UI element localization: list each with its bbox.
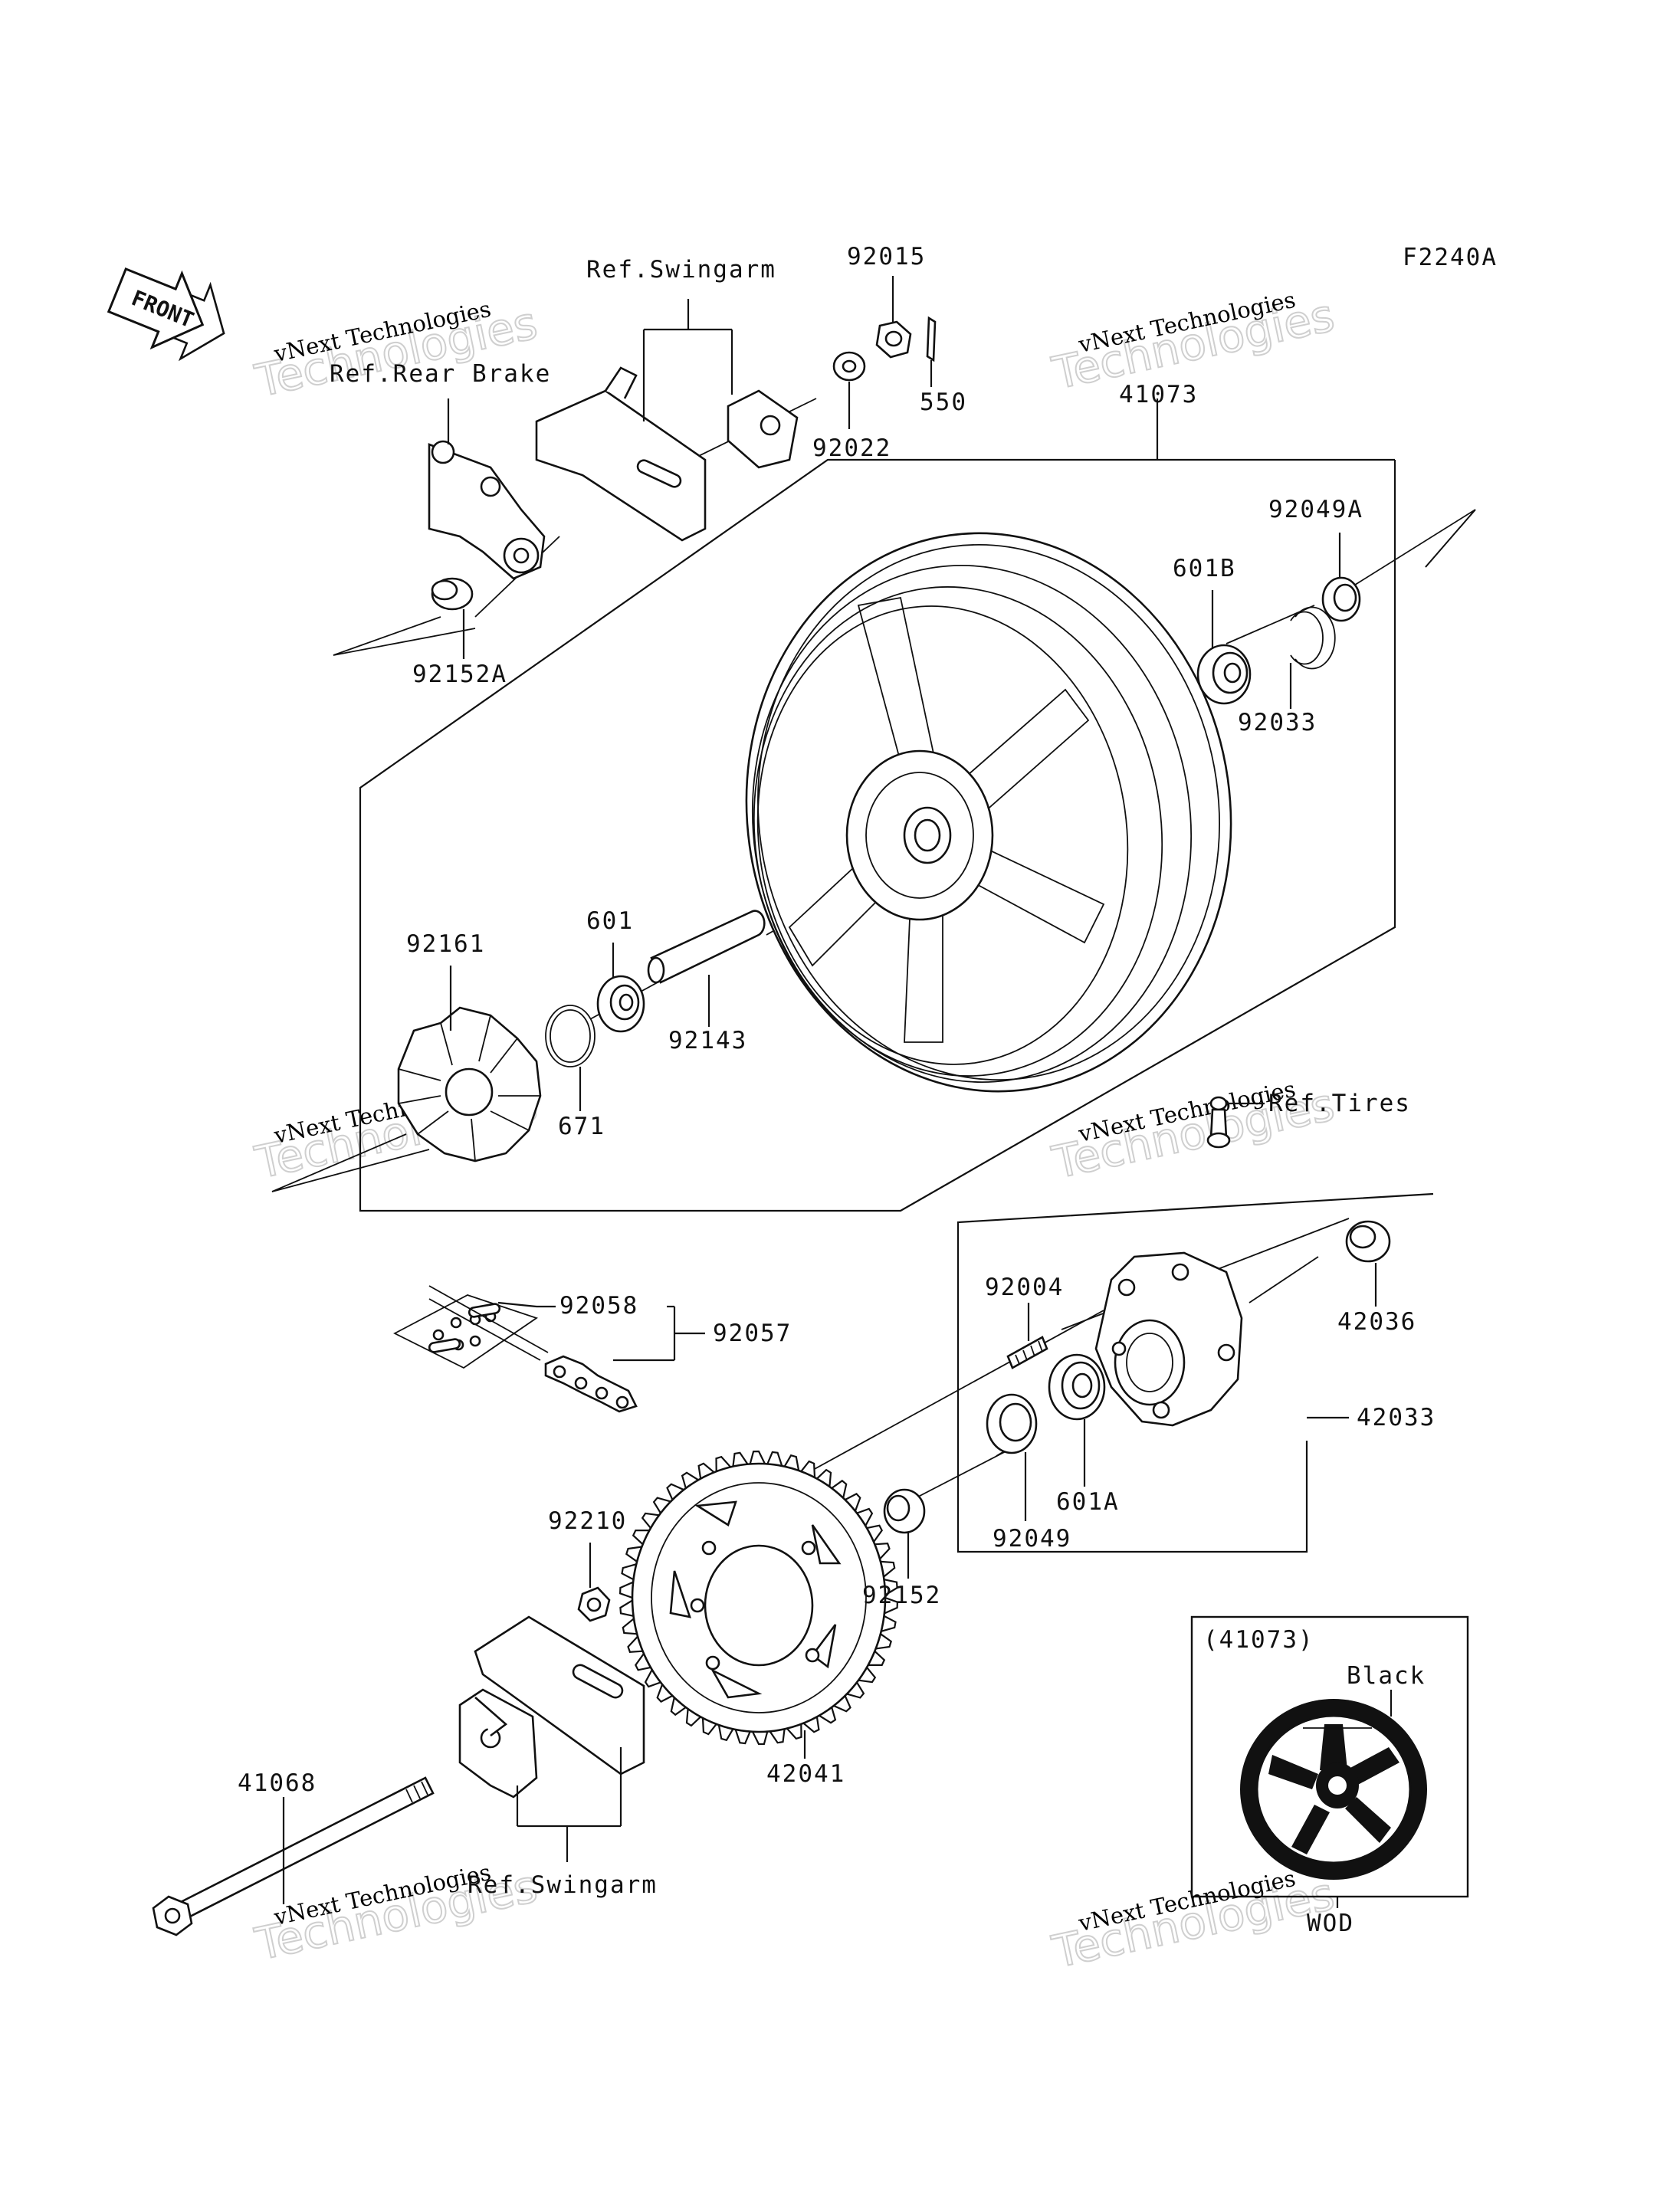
part-label: 601 bbox=[586, 907, 634, 935]
part-label: 92210 bbox=[548, 1507, 627, 1535]
collar-92152 bbox=[883, 1488, 926, 1534]
ref-swingarm-top-label: Ref.Swingarm bbox=[586, 256, 776, 284]
part-label: 42036 bbox=[1337, 1308, 1416, 1336]
part-label: 671 bbox=[558, 1113, 605, 1140]
axle-41068 bbox=[152, 1776, 435, 1936]
cotter-pin-550 bbox=[926, 316, 937, 362]
washer-92022 bbox=[832, 351, 866, 382]
tire-valve-icon bbox=[1206, 1096, 1231, 1149]
inset-part-ref: (41073) bbox=[1203, 1626, 1314, 1654]
wheel-assembly-frame bbox=[359, 433, 1396, 1212]
black-wheel-icon bbox=[1240, 1699, 1427, 1880]
oil-seal-92049a bbox=[1321, 576, 1361, 622]
o-ring-671 bbox=[545, 1005, 596, 1067]
sprocket-tooth bbox=[619, 1580, 635, 1599]
ref-rear-brake-label: Ref.Rear Brake bbox=[330, 360, 551, 388]
part-label: 601B bbox=[1173, 555, 1236, 582]
part-label: 42033 bbox=[1357, 1404, 1436, 1431]
part-label: 92022 bbox=[812, 434, 891, 462]
part-labels: Ref.Swingarm Ref.Rear Brake 92015 550 92… bbox=[238, 243, 1436, 1899]
part-label: 92161 bbox=[406, 930, 485, 958]
part-label: 92049 bbox=[993, 1525, 1071, 1553]
swingarm-adjuster-bottom bbox=[458, 1615, 645, 1799]
part-label: 92058 bbox=[559, 1292, 638, 1320]
rear-brake-bracket bbox=[428, 440, 546, 580]
front-arrow-icon: FRONT bbox=[107, 267, 225, 362]
bearing-601a bbox=[1048, 1353, 1106, 1421]
sprocket-tooth bbox=[751, 1730, 769, 1746]
diagram-code: F2240A bbox=[1403, 244, 1498, 271]
spacer-92143 bbox=[647, 910, 766, 984]
color-variant-inset: (41073) Black WOD bbox=[1190, 1615, 1469, 1937]
part-label: 550 bbox=[920, 389, 967, 416]
inset-color-label: Black bbox=[1347, 1662, 1426, 1690]
damper-92161 bbox=[397, 1006, 542, 1162]
part-label: 42041 bbox=[766, 1760, 845, 1788]
nut-92015 bbox=[875, 320, 912, 359]
part-label: 92143 bbox=[668, 1027, 747, 1054]
ref-tires-label: Ref.Tires bbox=[1268, 1090, 1411, 1117]
inset-code-label: WOD bbox=[1307, 1910, 1354, 1937]
part-label: 92033 bbox=[1238, 709, 1317, 736]
rear-wheel-41073 bbox=[745, 532, 1232, 1093]
sprocket-tooth bbox=[749, 1450, 766, 1465]
part-label: 92015 bbox=[847, 243, 926, 271]
chain-92057 bbox=[393, 1285, 638, 1413]
collar-92152a bbox=[431, 577, 474, 611]
bearing-601b bbox=[1196, 644, 1252, 705]
leader-lines bbox=[282, 276, 1377, 1904]
part-label: 92049A bbox=[1268, 496, 1363, 523]
part-label: 92152 bbox=[862, 1582, 941, 1609]
nut-92210 bbox=[577, 1586, 611, 1622]
oil-seal-92049 bbox=[986, 1393, 1038, 1454]
part-label: 41068 bbox=[238, 1769, 317, 1797]
sprocket-42041 bbox=[619, 1450, 899, 1746]
part-label: 92152A bbox=[412, 661, 507, 688]
part-label: 92004 bbox=[985, 1274, 1064, 1301]
part-label: 601A bbox=[1056, 1488, 1120, 1516]
stud-92004 bbox=[1006, 1336, 1048, 1369]
swingarm-adjuster-top bbox=[535, 366, 799, 542]
circlip-92033 bbox=[1290, 606, 1336, 670]
collar-42036 bbox=[1345, 1220, 1391, 1263]
sprocket-hub-42033 bbox=[1094, 1251, 1243, 1427]
bearing-601 bbox=[596, 975, 645, 1033]
part-label: 92057 bbox=[713, 1320, 792, 1347]
part-label: 41073 bbox=[1119, 381, 1198, 408]
ref-swingarm-bottom-label: Ref.Swingarm bbox=[468, 1871, 658, 1899]
